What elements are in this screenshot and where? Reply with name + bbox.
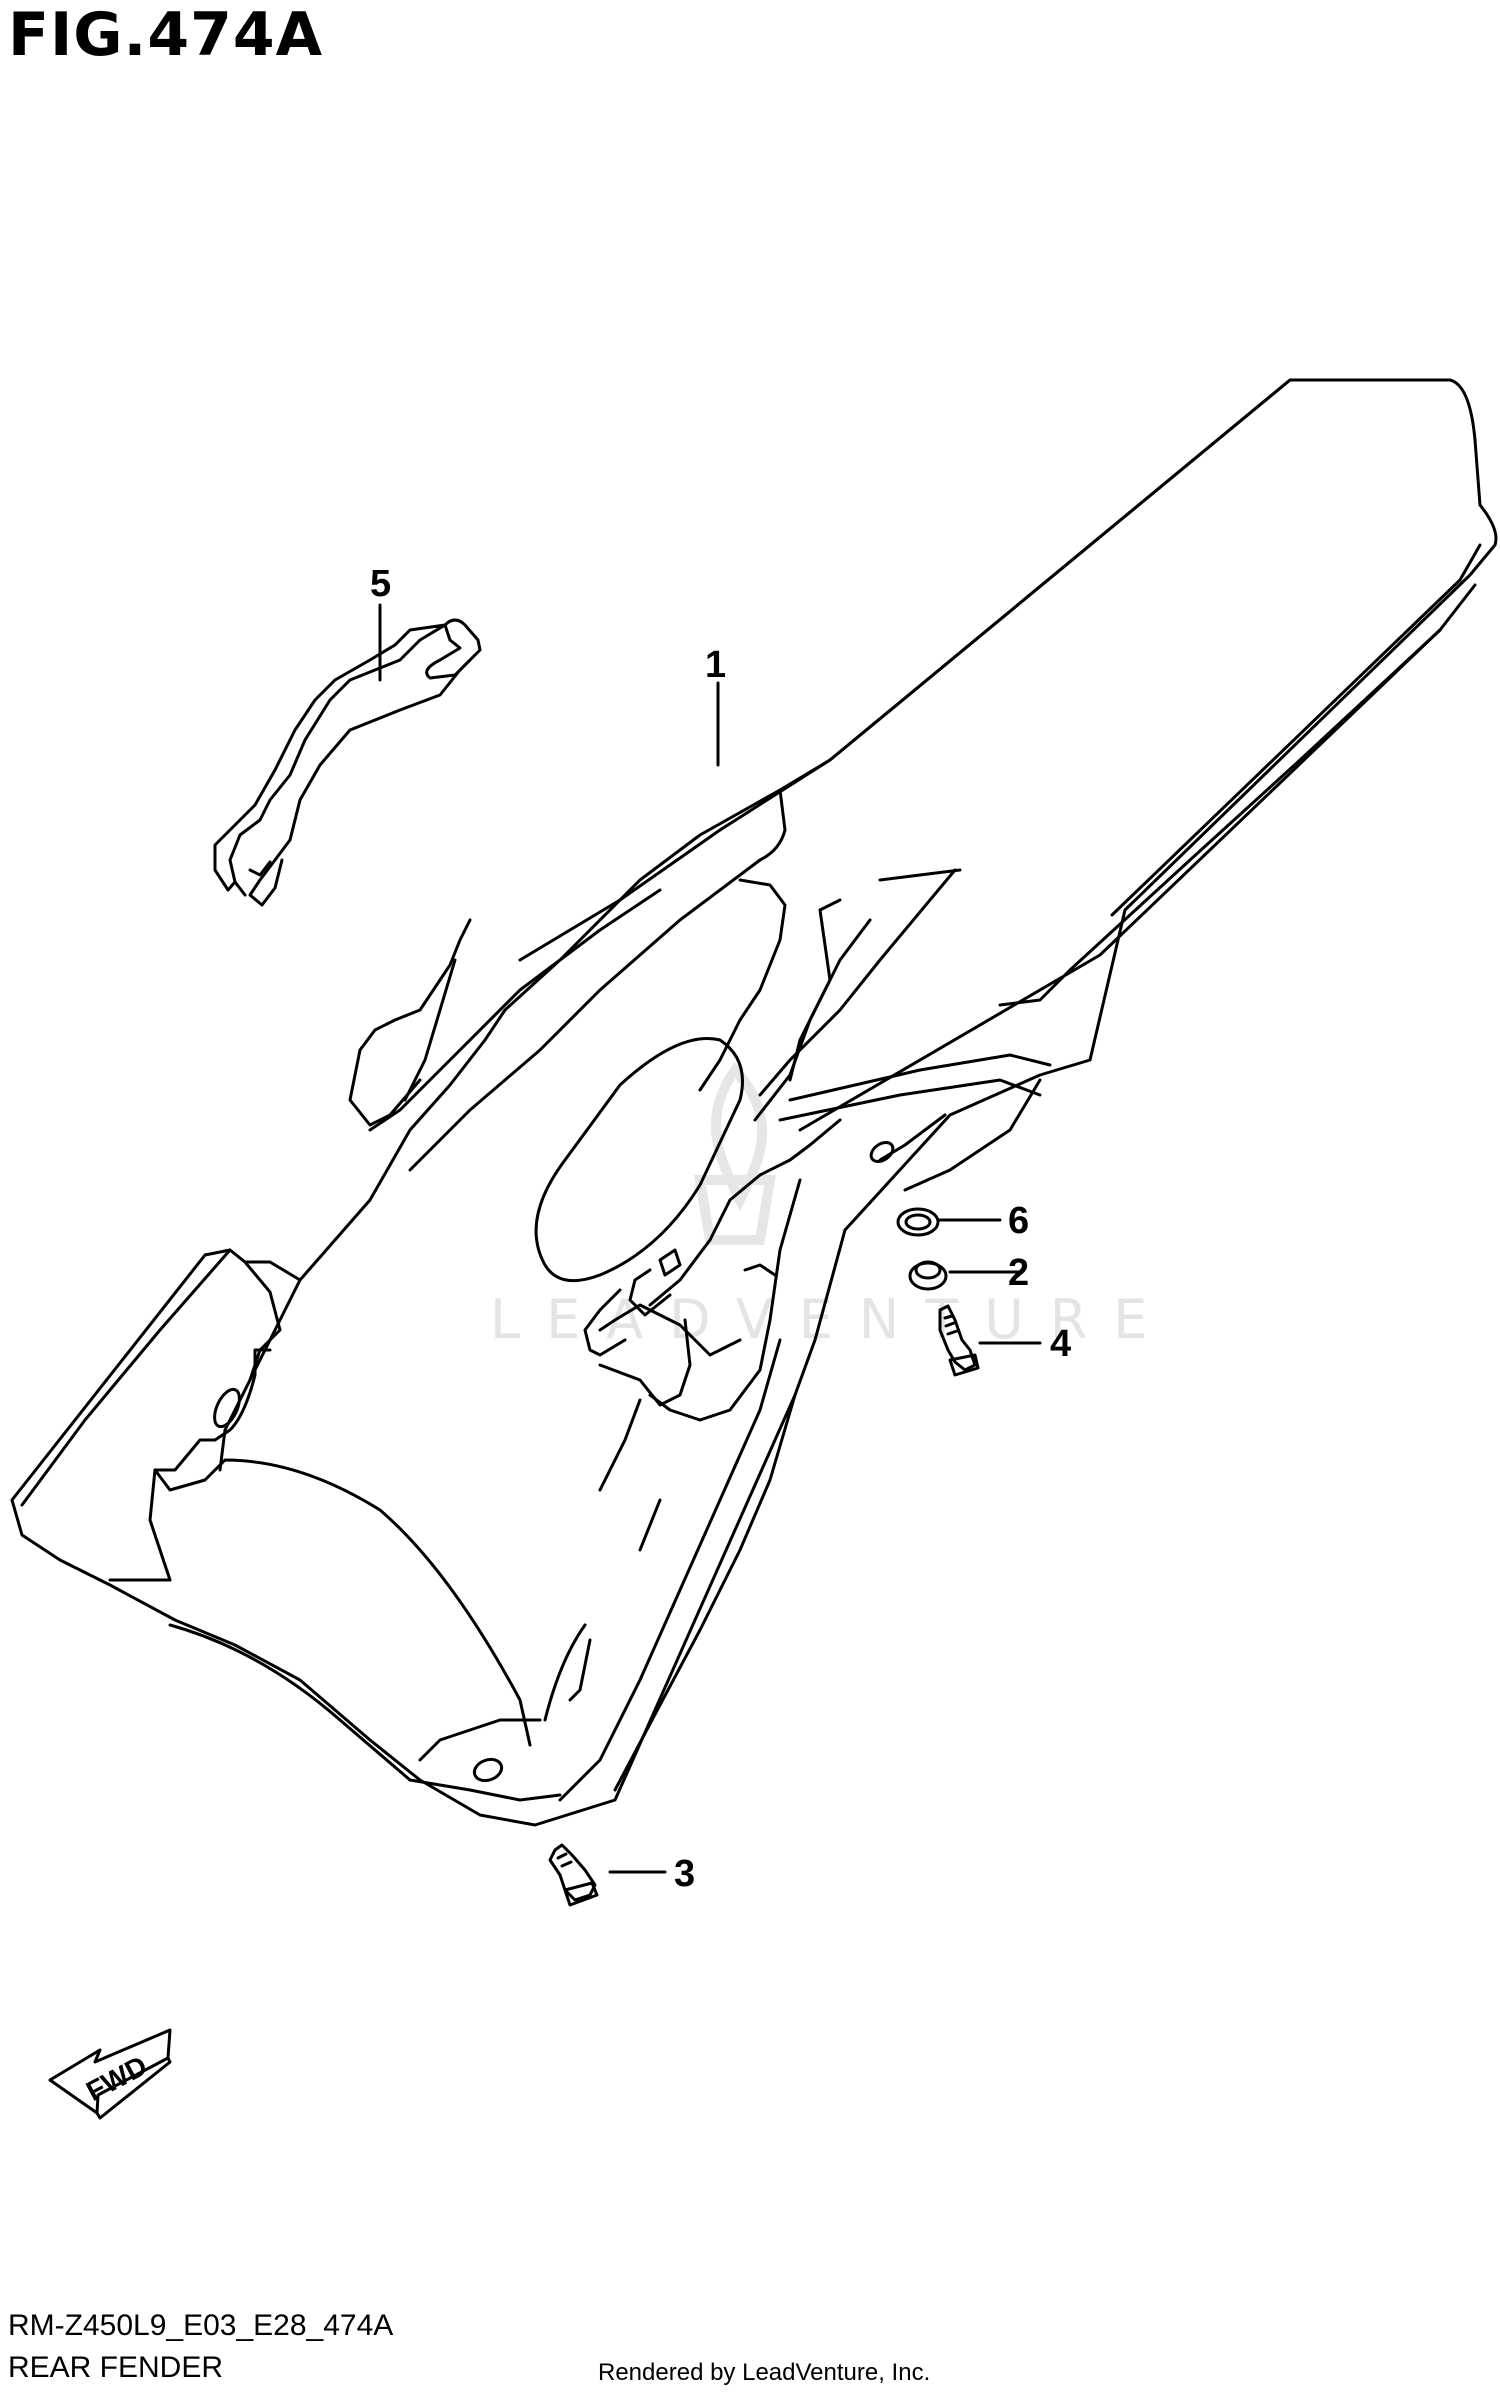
callout-6: 6 (1008, 1200, 1029, 1242)
fwd-label: FWD (81, 2050, 152, 2107)
bracket-clip (213, 618, 482, 907)
callout-1: 1 (705, 644, 726, 686)
rendered-by-credit: Rendered by LeadVenture, Inc. (598, 2359, 931, 2386)
callout-3: 3 (674, 1853, 695, 1895)
diagram-code: RM-Z450L9_E03_E28_474A (8, 2309, 394, 2342)
callout-2: 2 (1008, 1252, 1029, 1294)
rear-fender (10, 378, 1498, 1827)
diagram-caption: REAR FENDER (8, 2351, 224, 2384)
callout-4: 4 (1050, 1323, 1071, 1365)
bolt-4 (938, 1304, 980, 1377)
nut (908, 1260, 948, 1291)
watermark-text: LEADVENTURE (490, 1288, 1173, 1351)
bolt-3 (548, 1843, 599, 1907)
figure-title: FIG.474A (8, 0, 324, 70)
callout-5: 5 (370, 563, 391, 605)
fwd-arrow-icon (48, 2028, 172, 2120)
washer (896, 1207, 940, 1237)
callout-leaders (378, 603, 1042, 1874)
